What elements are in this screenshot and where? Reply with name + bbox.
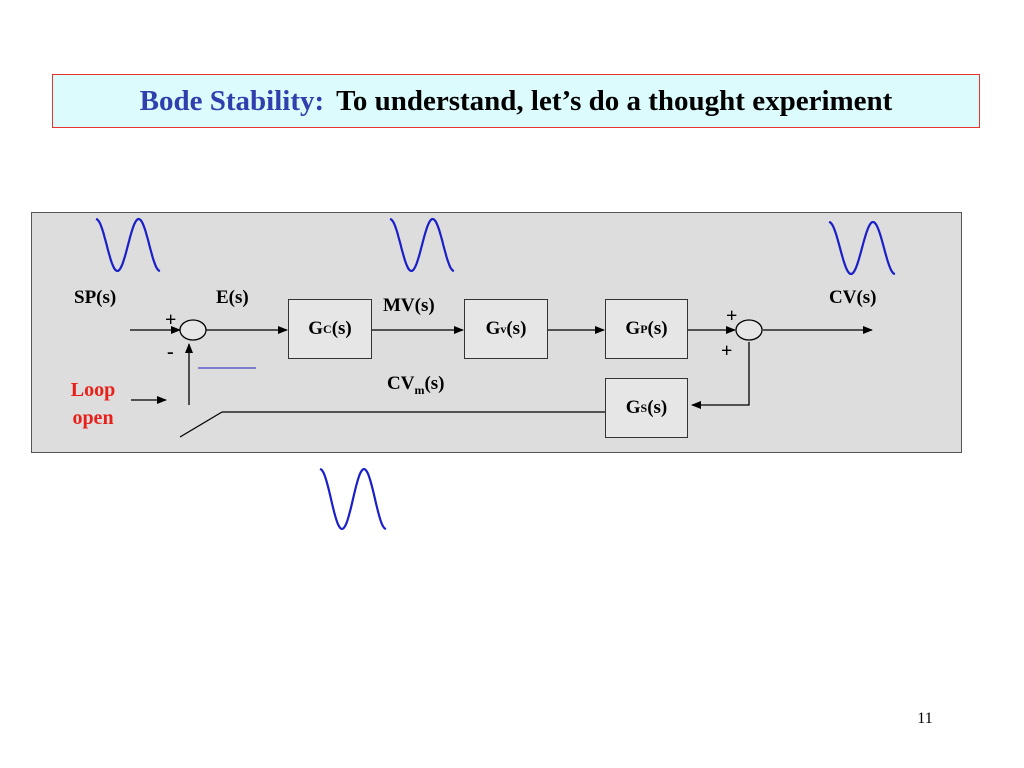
summing-junction-1: [179, 319, 207, 341]
manipulated-variable-label: MV(s): [383, 295, 435, 316]
sine-wave-setpoint: [95, 217, 161, 273]
sine-wave-measured: [319, 467, 387, 531]
open-switch-blade: [179, 411, 223, 438]
sum2-top-plus-sign: +: [726, 305, 738, 327]
setpoint-label: SP(s): [74, 287, 117, 308]
sum1-plus-sign: +: [165, 309, 177, 331]
page-number: 11: [917, 710, 933, 727]
sum1-minus-sign: -: [167, 341, 174, 363]
feedback-line: [691, 342, 750, 409]
measured-variable-label: CVm(s): [387, 373, 445, 397]
loop-open-label: Loop open: [70, 379, 116, 429]
controlled-variable-label: CV(s): [829, 287, 877, 308]
summing-junction-2: [735, 319, 763, 341]
sum2-bottom-plus-sign: +: [721, 340, 733, 362]
slide-title: Bode Stability: To understand, let’s do …: [52, 74, 980, 128]
sine-wave-cv: [828, 220, 896, 276]
error-label: E(s): [216, 287, 249, 308]
title-rest: To understand, let’s do a thought experi…: [336, 84, 893, 117]
sine-wave-mv: [389, 217, 455, 273]
title-lead: Bode Stability:: [139, 84, 325, 117]
